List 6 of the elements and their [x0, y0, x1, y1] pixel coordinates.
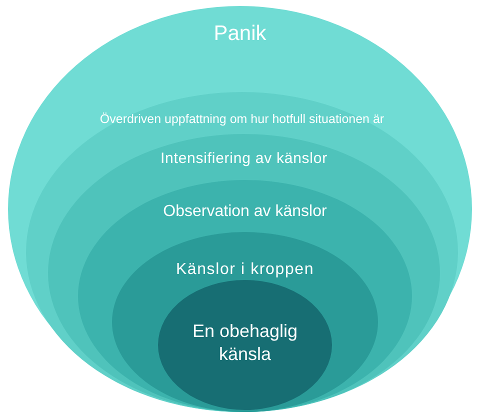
layer-label: En obehaglig känsla — [191, 320, 299, 365]
layer-label: Känslor i kroppen — [174, 260, 316, 280]
layer-label: Intensifiering av känslor — [160, 149, 328, 169]
layer-label: Överdriven uppfattning om hur hotfull situationen är — [98, 111, 386, 128]
layer-label: Observation av känslor — [162, 202, 328, 222]
layer-label: Panik — [212, 21, 268, 47]
